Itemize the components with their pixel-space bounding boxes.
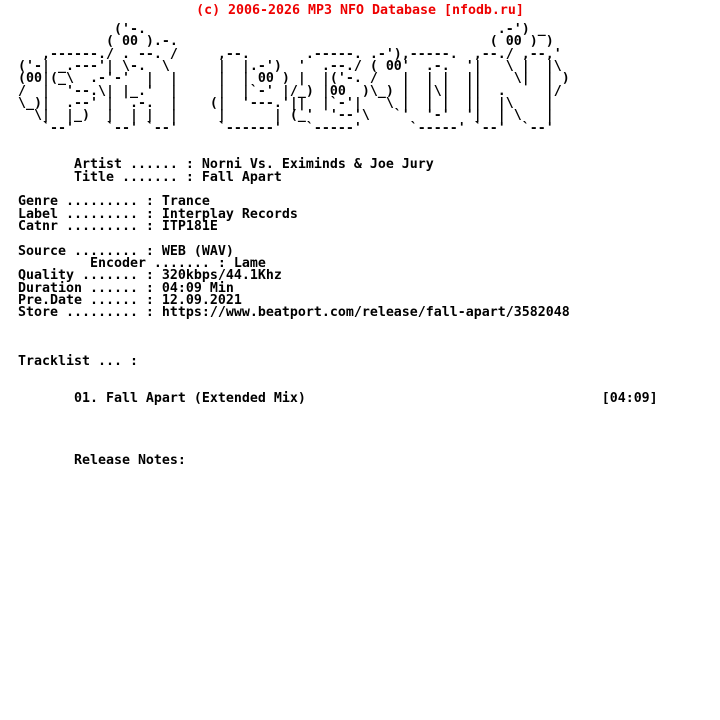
copyright-header: (c) 2006-2026 MP3 NFO Database [nfodb.ru… xyxy=(196,3,524,18)
nfo-content: ('-. .-') _ ( 00 ).-. ( 00 ) ) ,------./… xyxy=(18,22,658,468)
